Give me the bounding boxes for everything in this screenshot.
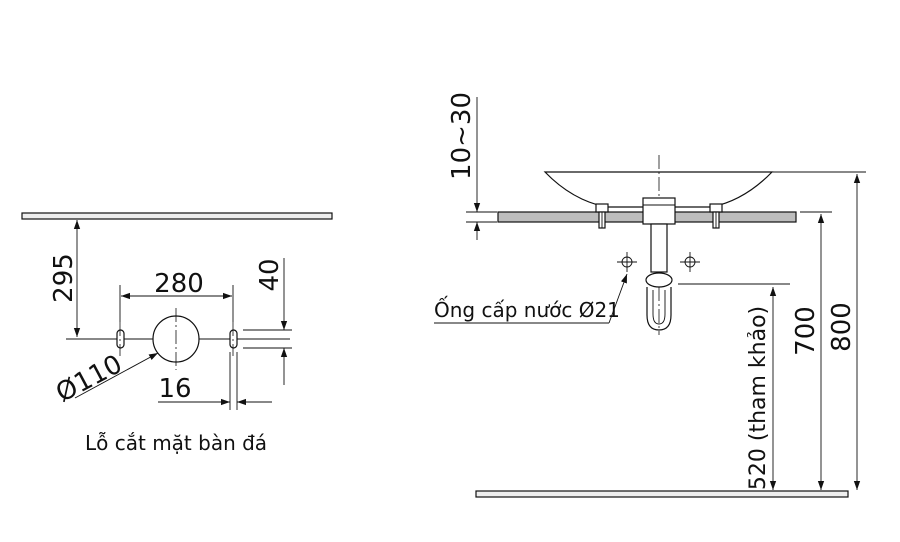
mounting-bolt-left (595, 203, 609, 229)
pipe-label: Ống cấp nước Ø21 (434, 296, 620, 322)
dim-40-label: 40 (255, 258, 285, 291)
countertop-edge (21, 212, 333, 220)
dim-520-label: 520 (tham khảo) (746, 306, 771, 490)
dim-110-leader (74, 352, 159, 399)
dim-16-label: 16 (158, 374, 191, 404)
floor (475, 490, 849, 498)
drain-flange (642, 197, 676, 225)
side-view: 10~30 (434, 92, 866, 498)
pipe-leader (608, 273, 628, 324)
supply-valve-right (680, 252, 700, 272)
dim-280-label: 280 (154, 269, 204, 299)
dim-10-30-label: 10~30 (447, 92, 477, 180)
cutout-view: 295 280 Ø110 40 16 Lỗ cắt mặt bàn đá (21, 212, 333, 455)
mounting-bolt-right (709, 203, 723, 229)
pipe-nut (645, 272, 673, 288)
mounting-slot-left (116, 329, 125, 349)
dim-110-label: Ø110 (51, 349, 127, 408)
mounting-slot-right (229, 329, 238, 349)
drain-trap (646, 287, 672, 331)
supply-valve-left (617, 252, 637, 272)
drain-trap-inner (652, 290, 666, 325)
dim-800-label: 800 (827, 302, 857, 352)
dim-295-label: 295 (49, 253, 79, 303)
cutout-caption: Lỗ cắt mặt bàn đá (85, 431, 267, 455)
drain-pipe (650, 223, 668, 273)
dim-700-label: 700 (791, 306, 821, 356)
